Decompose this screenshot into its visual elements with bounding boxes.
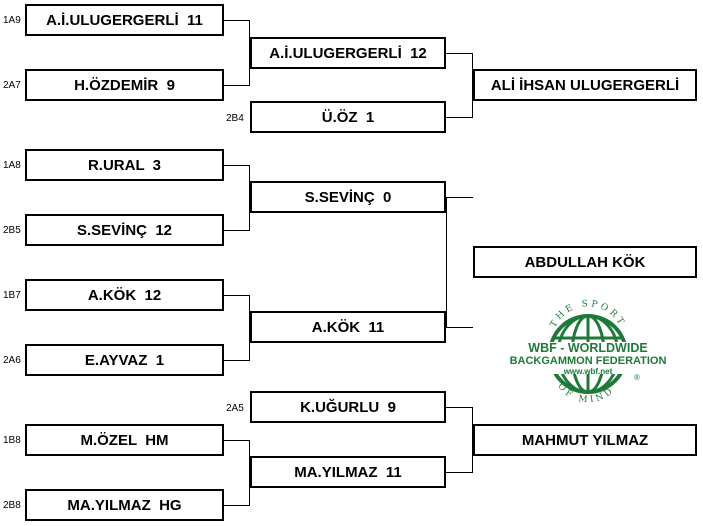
player-name: S.SEVİNÇ 12 [76, 221, 173, 239]
player-name: ABDULLAH KÖK [524, 253, 646, 271]
wbf-logo: THE SPORT WBF - WORLDWIDE BACKGAMMON FED… [503, 299, 673, 406]
player-name: MAHMUT YILMAZ [521, 431, 649, 449]
connector-line [472, 53, 473, 118]
match-box-r3-3[interactable]: MAHMUT YILMAZ [473, 424, 697, 456]
match-box-r2-2[interactable]: Ü.ÖZ 1 [250, 101, 446, 133]
match-box-r1-5[interactable]: A.KÖK 12 [25, 279, 224, 311]
connector-line [249, 440, 250, 506]
match-box-r1-8[interactable]: MA.YILMAZ HG [25, 489, 224, 521]
connector-line [446, 197, 473, 198]
connector-line [224, 295, 250, 296]
logo-line1: WBF - WORLDWIDE [528, 341, 647, 355]
player-name: M.ÖZEL HM [80, 431, 169, 449]
player-name: MA.YILMAZ HG [67, 496, 182, 514]
match-box-r1-7[interactable]: M.ÖZEL HM [25, 424, 224, 456]
player-name: K.UĞURLU 9 [300, 398, 396, 416]
seed-label: 2A5 [226, 403, 244, 414]
seed-label: 1B7 [3, 290, 21, 301]
connector-line [446, 327, 473, 328]
match-box-r2-1[interactable]: A.İ.ULUGERGERLİ 12 [250, 37, 446, 69]
seed-label: 2A6 [3, 355, 21, 366]
match-box-r1-3[interactable]: R.URAL 3 [25, 149, 224, 181]
match-box-r3-1[interactable]: ALİ İHSAN ULUGERGERLİ [473, 69, 697, 101]
match-box-r1-1[interactable]: A.İ.ULUGERGERLİ 11 [25, 4, 224, 36]
player-name: R.URAL 3 [87, 156, 162, 174]
seed-label: 1B8 [3, 435, 21, 446]
connector-line [249, 295, 250, 361]
player-name: S.SEVİNÇ 0 [304, 188, 392, 206]
connector-line [224, 230, 250, 231]
connector-line [224, 440, 250, 441]
connector-line [446, 472, 473, 473]
connector-line [249, 165, 250, 231]
globe-icon [503, 314, 673, 394]
match-box-r2-5[interactable]: K.UĞURLU 9 [250, 391, 446, 423]
connector-line [446, 407, 473, 408]
seed-label: 2A7 [3, 80, 21, 91]
player-name: E.AYVAZ 1 [84, 351, 165, 369]
match-box-r2-6[interactable]: MA.YILMAZ 11 [250, 456, 446, 488]
seed-label: 2B4 [226, 113, 244, 124]
match-box-r2-4[interactable]: A.KÖK 11 [250, 311, 446, 343]
seed-label: 2B5 [3, 225, 21, 236]
seed-label: 2B8 [3, 500, 21, 511]
connector-line [224, 505, 250, 506]
match-box-r1-4[interactable]: S.SEVİNÇ 12 [25, 214, 224, 246]
connector-line [224, 165, 250, 166]
connector-line [446, 53, 473, 54]
player-name: A.İ.ULUGERGERLİ 12 [269, 44, 427, 62]
player-name: ALİ İHSAN ULUGERGERLİ [490, 76, 680, 94]
connector-line [446, 117, 473, 118]
seed-label: 1A8 [3, 160, 21, 171]
logo-line2: BACKGAMMON FEDERATION [510, 355, 667, 367]
seed-label: 1A9 [3, 15, 21, 26]
logo-registered-mark: ® [634, 373, 640, 382]
player-name: A.KÖK 12 [87, 286, 162, 304]
connector-line [472, 407, 473, 473]
logo-url: www.wbf.net [563, 367, 613, 376]
connector-line [224, 85, 250, 86]
player-name: MA.YILMAZ 11 [294, 463, 402, 481]
match-box-r2-3[interactable]: S.SEVİNÇ 0 [250, 181, 446, 213]
match-box-r1-6[interactable]: E.AYVAZ 1 [25, 344, 224, 376]
player-name: A.İ.ULUGERGERLİ 11 [46, 11, 203, 29]
connector-line [224, 360, 250, 361]
player-name: H.ÖZDEMİR 9 [74, 76, 175, 94]
connector-line [249, 20, 250, 86]
match-box-r1-2[interactable]: H.ÖZDEMİR 9 [25, 69, 224, 101]
player-name: A.KÖK 11 [311, 318, 385, 336]
connector-line [224, 20, 250, 21]
match-box-r3-2[interactable]: ABDULLAH KÖK [473, 246, 697, 278]
connector-line [446, 197, 447, 328]
player-name: Ü.ÖZ 1 [321, 108, 375, 126]
